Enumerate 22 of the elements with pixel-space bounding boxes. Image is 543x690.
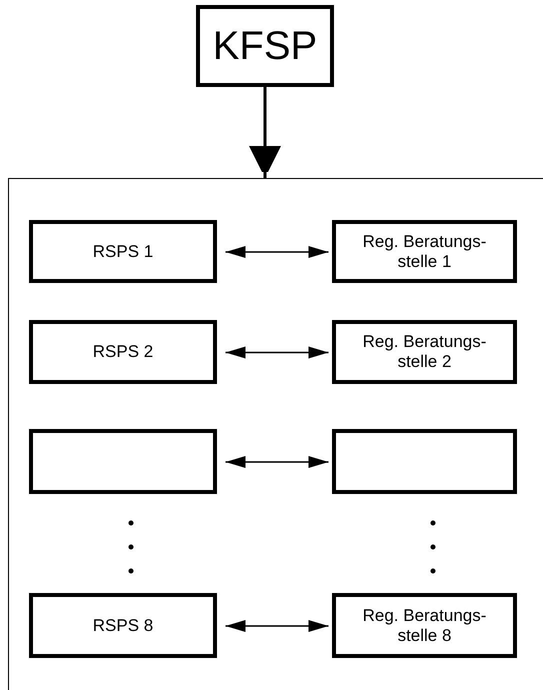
process-box (29, 320, 217, 384)
process-box (29, 220, 217, 283)
box-label: RSPS 1 (92, 242, 154, 262)
process-box (196, 5, 334, 87)
group-frame (8, 178, 543, 690)
process-box (332, 429, 517, 494)
box-label: Reg. Beratungs- stelle 8 (362, 606, 488, 646)
process-box (332, 220, 517, 283)
box-label: KFSP (212, 23, 318, 69)
process-box (29, 593, 217, 658)
process-box (29, 429, 217, 494)
double-arrow (226, 456, 328, 468)
double-arrow (226, 620, 328, 632)
box-label: RSPS 8 (92, 616, 154, 636)
process-box (332, 593, 517, 658)
box-label: RSPS 2 (92, 342, 154, 362)
box-label: Reg. Beratungs- stelle 1 (362, 232, 488, 272)
box-label: Reg. Beratungs- stelle 2 (362, 332, 488, 372)
double-arrow (226, 346, 328, 358)
double-arrow (226, 246, 328, 258)
arrow (249, 87, 281, 178)
process-box (332, 320, 517, 384)
